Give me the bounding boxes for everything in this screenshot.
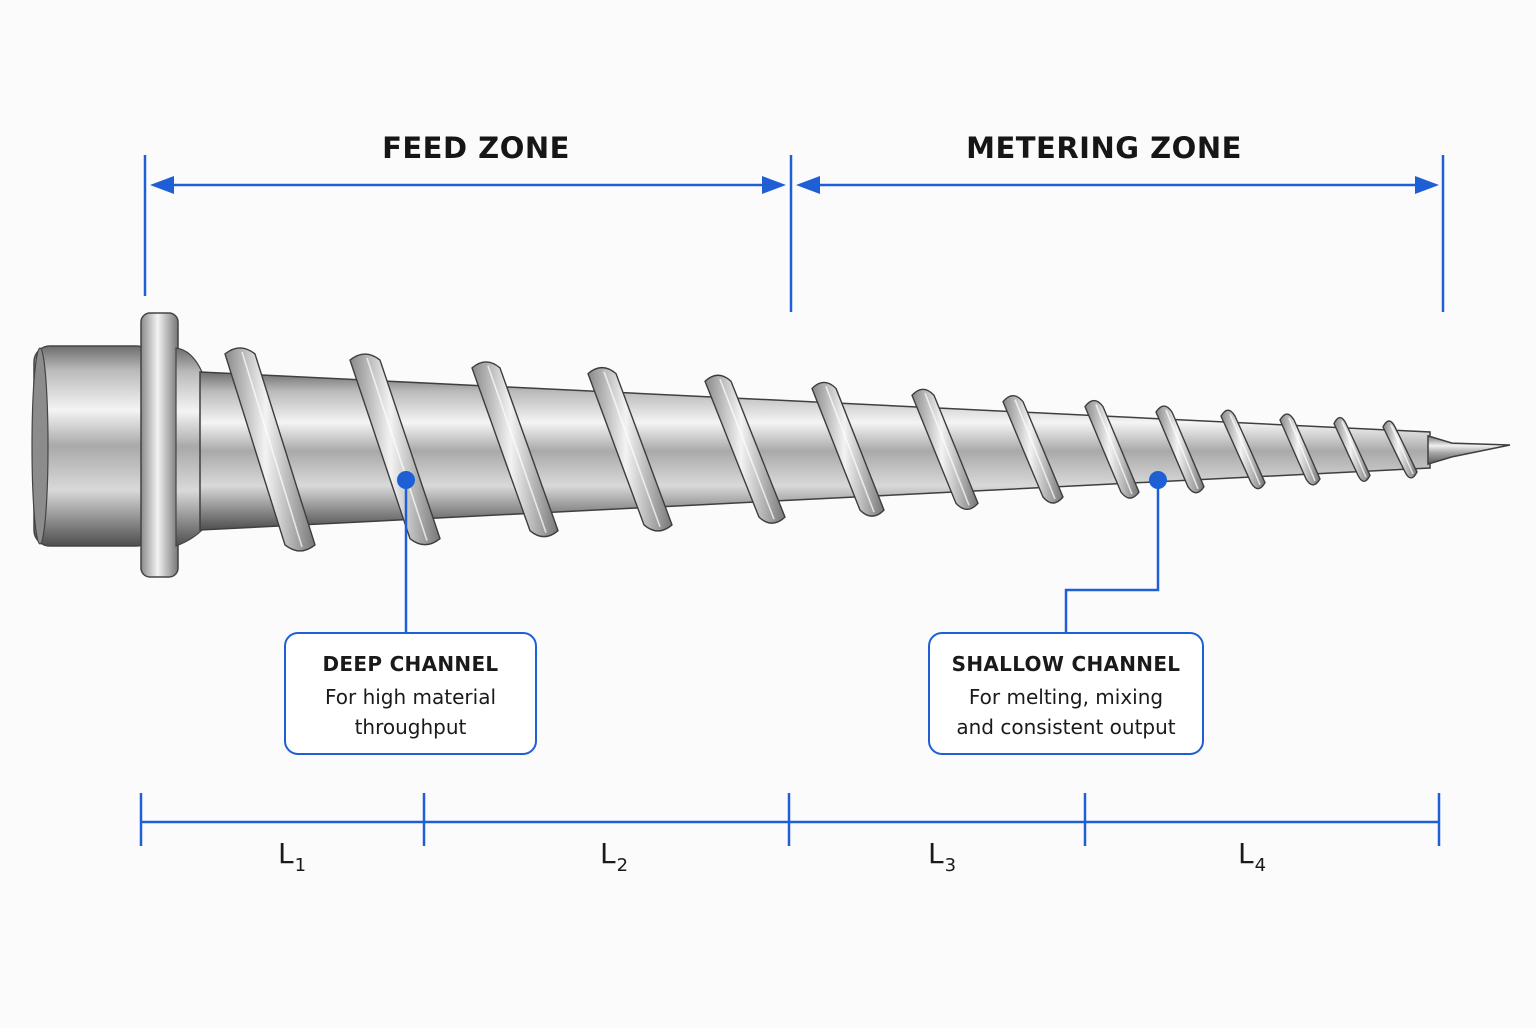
screw-flight-3 [471, 361, 559, 538]
shallow-channel-marker [1149, 471, 1167, 489]
deep-channel-marker [397, 471, 415, 489]
deep-channel-desc-line2: throughput [354, 715, 467, 739]
screw-flight-1 [224, 347, 316, 552]
feed-zone-dimension-arrow-right [762, 176, 786, 194]
segment-subscript: 4 [1254, 855, 1267, 876]
flight-highlight-7 [924, 392, 970, 506]
flight-highlight-5 [719, 378, 775, 520]
segment-subscript: 2 [616, 855, 629, 876]
feed-zone-label: FEED ZONE [382, 131, 570, 165]
flight-highlight-8 [1014, 399, 1056, 500]
segment-letter: L [927, 837, 944, 870]
deep-channel-title: DEEP CHANNEL [322, 652, 499, 676]
segment-letter: L [599, 837, 616, 870]
screw-neck [175, 347, 203, 547]
screw-flange [140, 312, 179, 578]
flight-highlight-12 [1288, 417, 1316, 482]
segment-subscript: 3 [944, 855, 957, 876]
flight-highlight-6 [825, 386, 875, 513]
flight-highlight-4 [603, 371, 661, 528]
screw-body [31, 312, 1511, 578]
segment-letter: L [277, 837, 294, 870]
flight-highlight-13 [1341, 421, 1367, 478]
segment-label-l1: L1 [252, 834, 332, 876]
callout-leaders [397, 471, 1167, 632]
screw-flight-4 [587, 366, 673, 532]
deep-channel-callout: DEEP CHANNEL For high material throughpu… [284, 632, 537, 755]
screw-flight-9 [1084, 399, 1140, 499]
segment-subscript: 1 [294, 855, 307, 876]
segment-label-l3: L3 [902, 834, 982, 876]
flight-highlight-11 [1229, 413, 1261, 485]
screw-flight-8 [1002, 394, 1064, 504]
screw-flight-2 [349, 353, 441, 546]
segment-label-l4: L4 [1212, 834, 1292, 876]
deep-channel-desc-line1: For high material [324, 685, 497, 709]
flight-highlight-10 [1165, 409, 1199, 490]
flight-highlight-9 [1095, 404, 1133, 495]
metering-zone-dimension-arrow-right [1415, 176, 1439, 194]
shallow-channel-leader [1064, 480, 1160, 632]
dimension-lines [139, 155, 1445, 846]
shank-end-face [31, 347, 49, 545]
shallow-channel-title: SHALLOW CHANNEL [951, 652, 1181, 676]
shallow-channel-callout: SHALLOW CHANNEL For melting, mixing and … [928, 632, 1204, 755]
screw-shank [33, 345, 153, 547]
shallow-channel-desc-line1: For melting, mixing [968, 685, 1164, 709]
flight-highlight-3 [487, 365, 547, 533]
metering-zone-dimension-arrow-left [796, 176, 820, 194]
segment-letter: L [1237, 837, 1254, 870]
segment-label-l2: L2 [574, 834, 654, 876]
shallow-channel-desc-line2: and consistent output [956, 715, 1176, 739]
screw-flight-6 [811, 381, 885, 517]
screw-flight-7 [911, 388, 979, 511]
flight-highlight-14 [1390, 424, 1414, 475]
metering-zone-label: METERING ZONE [966, 131, 1242, 165]
feed-zone-dimension-arrow-left [150, 176, 174, 194]
screw-flight-10 [1155, 405, 1205, 494]
screw-flight-5 [704, 374, 786, 524]
flight-highlight-2 [366, 357, 428, 541]
screw-tip [1427, 434, 1511, 466]
flight-highlight-1 [241, 351, 303, 548]
